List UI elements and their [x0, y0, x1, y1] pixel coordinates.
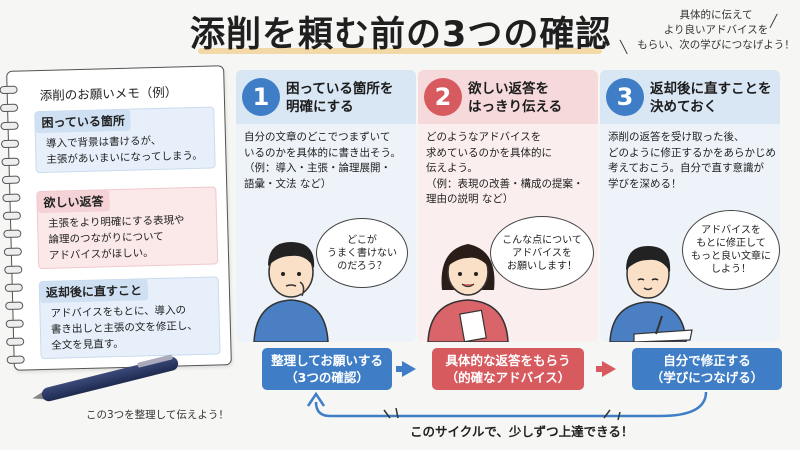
step-title: 返却後に直すことを決めておく — [650, 81, 772, 115]
flow-step-receive: 具体的な返答をもらう（的確なアドバイス） — [432, 348, 584, 390]
flow-step-revise: 自分で修正する（学びにつなげる） — [632, 348, 782, 390]
arrow-right-icon — [602, 361, 616, 377]
step-description: 添削の返答を受け取った後、どのように修正するかをあらかじめ 考えておこう。自分で… — [608, 131, 776, 190]
arrow-right-icon — [402, 361, 416, 377]
writing-boy-icon — [609, 246, 693, 342]
corner-note-line: もらい、次の学びにつなげよう！ — [637, 39, 795, 51]
sparkle-icon: ╱ — [770, 14, 778, 28]
title-underline — [198, 48, 602, 54]
step-number: 2 — [424, 78, 462, 116]
flow-arrow — [596, 366, 604, 372]
step-3-card: 3 返却後に直すことを決めておく 添削の返答を受け取った後、どのように修正するか… — [600, 70, 780, 342]
cycle-note: このサイクルで、少しずつ上達できる！ — [410, 424, 634, 439]
speaking-girl-icon — [427, 244, 509, 342]
sparkle-icon: ╲ — [620, 40, 628, 54]
step-1-card: 1 困っている箇所を明確にする 自分の文章のどこでつまずいているのかを具体的に書… — [236, 70, 416, 342]
speech-bubble: こんな点についてアドバイスをお願いします！ — [490, 216, 594, 290]
step-number: 3 — [606, 78, 644, 116]
step-description: どのようなアドバイスを求めているのかを具体的に 伝えよう。（例：表現の改善・構成… — [426, 131, 584, 205]
speech-bubble: アドバイスをもとに修正して もっと良い文章にしよう！ — [682, 210, 780, 290]
pen-note: この3つを整理して伝えよう！ — [86, 409, 229, 421]
thought-bubble: どこがうまく書けないのだろう？ — [316, 218, 408, 288]
step-number: 1 — [242, 78, 280, 116]
flow-step-request: 整理してお願いする（3つの確認） — [262, 348, 392, 390]
step-title: 欲しい返答をはっきり伝える — [468, 81, 563, 115]
step-description: 自分の文章のどこでつまずいているのかを具体的に書き出そう。 （例：導入・主張・論… — [244, 131, 401, 190]
corner-note-line: より良いアドバイスを — [663, 24, 769, 36]
thinking-boy-icon — [253, 242, 329, 342]
flow-arrow — [396, 366, 404, 372]
step-title: 困っている箇所を明確にする — [286, 81, 394, 115]
corner-note-line: 具体的に伝えて — [679, 9, 753, 21]
page-title: 添削を頼む前の3つの確認 — [190, 15, 612, 55]
corner-note: 具体的に伝えて より良いアドバイスを もらい、次の学びにつなげよう！ — [636, 8, 796, 53]
step-2-card: 2 欲しい返答をはっきり伝える どのようなアドバイスを求めているのかを具体的に … — [418, 70, 598, 342]
